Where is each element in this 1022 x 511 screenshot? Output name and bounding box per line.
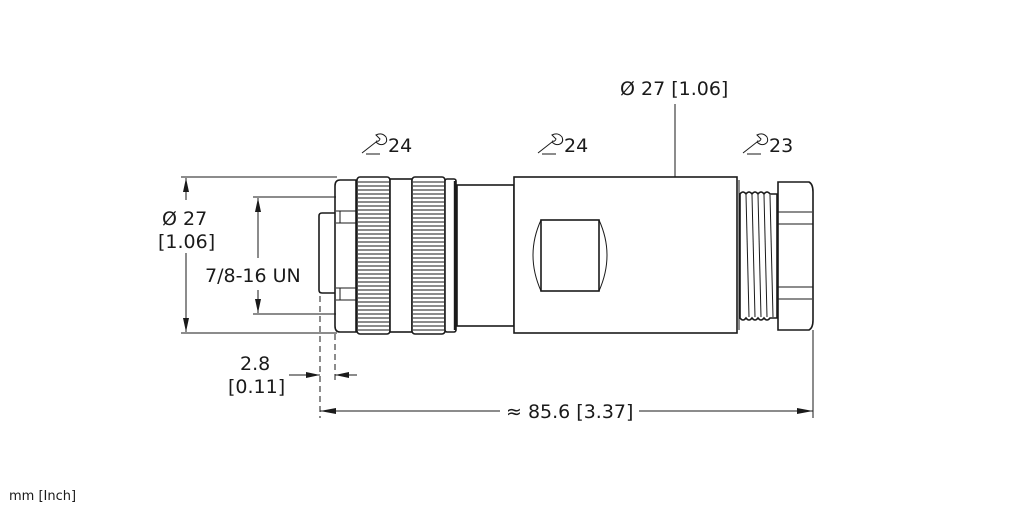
wrench-icon bbox=[537, 133, 564, 154]
knurl-lines-2 bbox=[413, 181, 444, 331]
dimension-lines bbox=[181, 104, 814, 418]
front-hex-nut bbox=[334, 179, 357, 333]
units-label: mm [Inch] bbox=[9, 489, 76, 504]
wrench-size-1-value: 24 bbox=[388, 135, 412, 157]
top-diameter-label: Ø 27 [1.06] bbox=[620, 78, 728, 100]
left-diameter-mm: Ø 27 bbox=[162, 208, 207, 230]
overall-length-label: ≈ 85.6 [3.37] bbox=[506, 401, 633, 423]
wrench-flat bbox=[532, 219, 608, 292]
offset-in: [0.11] bbox=[228, 376, 285, 398]
offset-mm: 2.8 bbox=[240, 353, 270, 375]
knurl-lines-1 bbox=[358, 181, 389, 331]
wrench-size-2 bbox=[537, 133, 564, 155]
connector-body bbox=[318, 176, 814, 335]
wrench-icon bbox=[361, 133, 388, 154]
thread-label: 7/8-16 UN bbox=[205, 265, 301, 287]
cable-thread bbox=[739, 191, 778, 321]
rear-hex-nut bbox=[777, 181, 814, 331]
wrench-size-1 bbox=[361, 133, 388, 155]
wrench-size-2-value: 24 bbox=[564, 135, 588, 157]
neck bbox=[456, 184, 515, 327]
ring-gap bbox=[389, 178, 413, 333]
wrench-size-3 bbox=[742, 133, 769, 155]
wrench-icon bbox=[742, 133, 769, 154]
left-diameter-in: [1.06] bbox=[158, 231, 215, 253]
wrench-size-3-value: 23 bbox=[769, 135, 793, 157]
